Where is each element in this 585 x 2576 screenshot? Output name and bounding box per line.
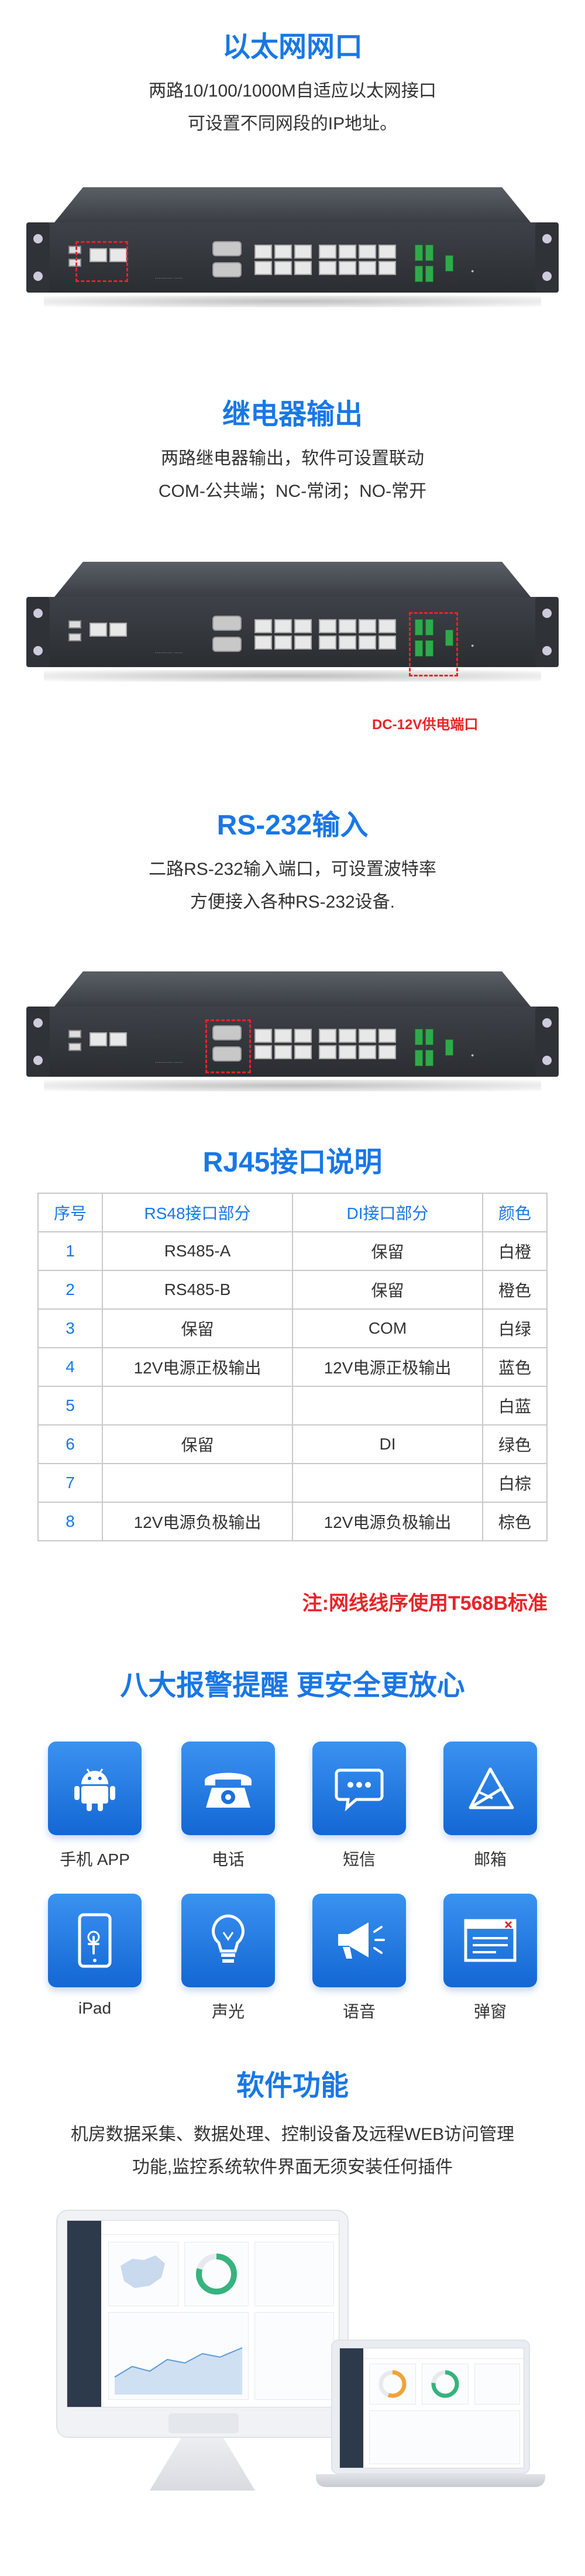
megaphone-icon [312,1894,406,1987]
row-color: 白蓝 [482,1386,548,1426]
row-di: DI [292,1424,483,1464]
row-index: 5 [37,1386,103,1426]
device-image-relay: ·········· ·····● [26,562,559,696]
light-bulb-icon [181,1894,275,1987]
alarm-label: 手机 APP [60,1850,130,1869]
row-rs485: RS485-A [102,1231,293,1271]
rj45-table: 序号 RS48接口部分 DI接口部分 颜色 1 RS485-A 保留 白橙 2 … [37,1193,548,1541]
power-port-callout: DC-12V供电端口 [372,717,479,733]
row-color: 白橙 [482,1231,548,1271]
alarm-voice: 语音 [312,1894,406,2021]
row-color: 棕色 [482,1502,548,1541]
alarm-popup: 弹窗 [443,1894,537,2021]
tablet-icon [48,1894,142,1987]
device-image-ethernet: ·········· ·····● [26,187,559,322]
row-di: COM [292,1308,483,1348]
row-color: 白棕 [482,1463,548,1503]
mail-icon [443,1742,537,1835]
table-row: 5 白蓝 [37,1386,548,1426]
laptop-image [331,2340,530,2474]
sms-icon [312,1742,406,1835]
table-row: 8 12V电源负极输出 12V电源负极输出 棕色 [37,1502,548,1541]
row-index: 8 [37,1502,103,1541]
row-rs485: 保留 [102,1308,293,1348]
dashboard-screenshot [67,2220,339,2407]
row-index: 6 [37,1424,103,1464]
software-desc-2: 功能,监控系统软件界面无须安装任何插件 [132,2158,453,2177]
row-rs485: 保留 [102,1424,293,1464]
alarm-app: 手机 APP [48,1742,142,1869]
header-index: 序号 [37,1193,103,1232]
table-row: 7 白棕 [37,1463,548,1503]
row-di: 保留 [292,1231,483,1271]
row-di: 12V电源负极输出 [292,1502,483,1541]
alarm-ipad: iPad [48,1894,142,2017]
highlight-box [409,612,458,676]
row-index: 7 [37,1463,103,1503]
wiring-standard-note: 注:网线线序使用T568B标准 [302,1592,548,1615]
row-color: 蓝色 [482,1347,548,1387]
alarm-label: 弹窗 [473,2003,507,2021]
relay-desc-2: COM-公共端；NC-常闭；NO-常开 [158,482,427,501]
header-rs485: RS48接口部分 [102,1193,293,1232]
popup-window-icon [443,1894,537,1987]
ethernet-desc-2: 可设置不同网段的IP地址。 [187,114,398,133]
row-rs485: RS485-B [102,1270,293,1310]
alarm-label: 语音 [342,2003,376,2021]
row-di: 保留 [292,1270,483,1310]
desktop-monitor-image [56,2210,349,2438]
highlight-box [75,241,128,282]
row-color: 绿色 [482,1424,548,1464]
row-rs485 [102,1386,293,1426]
monitor-stand [150,2438,255,2491]
table-row: 2 RS485-B 保留 橙色 [37,1270,548,1310]
android-icon [48,1742,142,1835]
device-image-rs232: ·········· ·····● [26,971,559,1106]
rs232-title: RS-232输入 [216,810,369,841]
telephone-icon [181,1742,275,1835]
alarm-sms: 短信 [312,1742,406,1869]
laptop-base [316,2474,545,2487]
alarms-title: 八大报警提醒 更安全更放心 [120,1670,465,1701]
row-index: 2 [37,1270,103,1310]
row-rs485: 12V电源正极输出 [102,1347,293,1387]
header-di: DI接口部分 [292,1193,483,1232]
alarm-phone: 电话 [181,1742,275,1869]
table-row: 4 12V电源正极输出 12V电源正极输出 蓝色 [37,1347,548,1387]
alarm-label: 短信 [342,1850,376,1869]
alarm-label: 电话 [211,1850,245,1869]
row-index: 4 [37,1347,103,1387]
alarm-label: iPad [78,1999,112,2017]
alarm-label: 邮箱 [473,1850,507,1869]
rs232-desc-2: 方便接入各种RS-232设备. [190,892,395,912]
row-di [292,1386,483,1426]
alarm-mail: 邮箱 [443,1742,537,1869]
relay-title: 继电器输出 [222,399,363,430]
alarm-label: 声光 [211,2003,245,2021]
ethernet-title: 以太网网口 [222,32,363,63]
rs232-desc-1: 二路RS-232输入端口，可设置波特率 [149,860,436,879]
software-desc-1: 机房数据采集、数据处理、控制设备及远程WEB访问管理 [70,2125,515,2144]
row-di: 12V电源正极输出 [292,1347,483,1387]
ethernet-desc-1: 两路10/100/1000M自适应以太网接口 [149,81,436,101]
table-header-row: 序号 RS48接口部分 DI接口部分 颜色 [37,1193,548,1232]
row-color: 橙色 [482,1270,548,1310]
rj45-title: RJ45接口说明 [202,1147,383,1178]
row-index: 1 [37,1231,103,1271]
highlight-box [205,1019,251,1073]
table-row: 3 保留 COM 白绿 [37,1308,548,1348]
table-row: 6 保留 DI 绿色 [37,1424,548,1464]
row-rs485: 12V电源负极输出 [102,1502,293,1541]
table-row: 1 RS485-A 保留 白橙 [37,1231,548,1271]
alarm-light: 声光 [181,1894,275,2021]
row-rs485 [102,1463,293,1503]
header-color: 颜色 [482,1193,548,1232]
row-di [292,1463,483,1503]
row-index: 3 [37,1308,103,1348]
relay-desc-1: 两路继电器输出，软件可设置联动 [161,449,424,468]
laptop-dashboard-screenshot [339,2348,524,2468]
software-title: 软件功能 [236,2070,349,2101]
row-color: 白绿 [482,1308,548,1348]
